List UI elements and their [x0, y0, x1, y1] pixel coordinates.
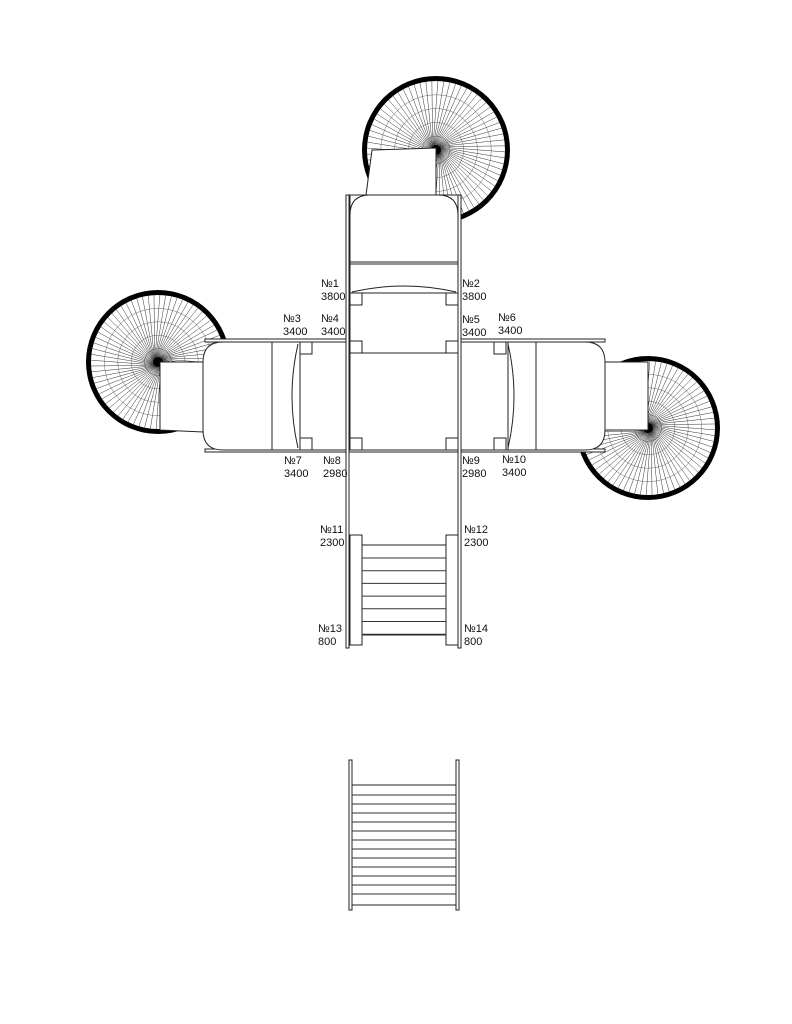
post-height: 3400 — [498, 325, 523, 337]
left-deck — [271, 341, 351, 451]
post-height: 3800 — [462, 291, 487, 303]
post-height: 2300 — [320, 537, 345, 549]
post-number: №8 — [323, 455, 341, 467]
post-number: №2 — [462, 278, 480, 290]
arc — [291, 343, 299, 449]
post — [445, 292, 459, 306]
post-height: 3800 — [321, 291, 346, 303]
top-slide-chute — [365, 147, 437, 196]
left-slide-platform — [202, 341, 273, 451]
post-number: №6 — [498, 312, 516, 324]
post — [349, 340, 363, 354]
post-height: 2300 — [464, 537, 489, 549]
ladder-rungs — [352, 794, 456, 895]
post — [445, 340, 459, 354]
right-slide-chute — [604, 361, 649, 431]
post-right-long — [457, 194, 462, 649]
post-number: №12 — [464, 524, 489, 536]
post-number: №14 — [464, 623, 489, 635]
post-height: 3400 — [321, 326, 346, 338]
post-height: 3400 — [462, 327, 487, 339]
post-number: №1 — [321, 278, 339, 290]
post-height: 800 — [318, 636, 337, 648]
post-number: №10 — [502, 454, 527, 466]
top-slide-platform — [349, 194, 459, 263]
left-slide-chute — [159, 361, 204, 433]
post — [349, 437, 363, 451]
stairs — [361, 544, 447, 636]
post-number: №3 — [283, 313, 301, 325]
post-number: №9 — [462, 455, 480, 467]
post-height: 800 — [464, 636, 483, 648]
arc — [507, 343, 515, 449]
post-height: 3400 — [283, 326, 308, 338]
post — [299, 341, 313, 355]
ladder-frame — [351, 784, 457, 906]
post-height: 2980 — [323, 468, 348, 480]
post-height: 3400 — [284, 468, 309, 480]
post-number: №11 — [320, 524, 344, 536]
post — [299, 437, 313, 451]
stair-stringer-left — [349, 534, 363, 646]
center-deck — [349, 352, 459, 451]
right-slide-platform — [535, 341, 606, 451]
post-number: №4 — [321, 313, 339, 325]
post-height: 2980 — [462, 468, 487, 480]
post-height: 3400 — [502, 467, 527, 479]
stair-stringer-right — [445, 534, 459, 646]
post — [349, 292, 363, 306]
post — [493, 437, 507, 451]
stair-rungs — [362, 557, 446, 635]
right-deck — [457, 341, 537, 451]
post-number: №13 — [318, 623, 343, 635]
post-number: №7 — [284, 455, 302, 467]
structure — [159, 147, 649, 911]
post — [445, 437, 459, 451]
post — [493, 341, 507, 355]
arc — [351, 285, 457, 293]
post-number: №5 — [462, 314, 480, 326]
post-left-long — [345, 194, 350, 649]
